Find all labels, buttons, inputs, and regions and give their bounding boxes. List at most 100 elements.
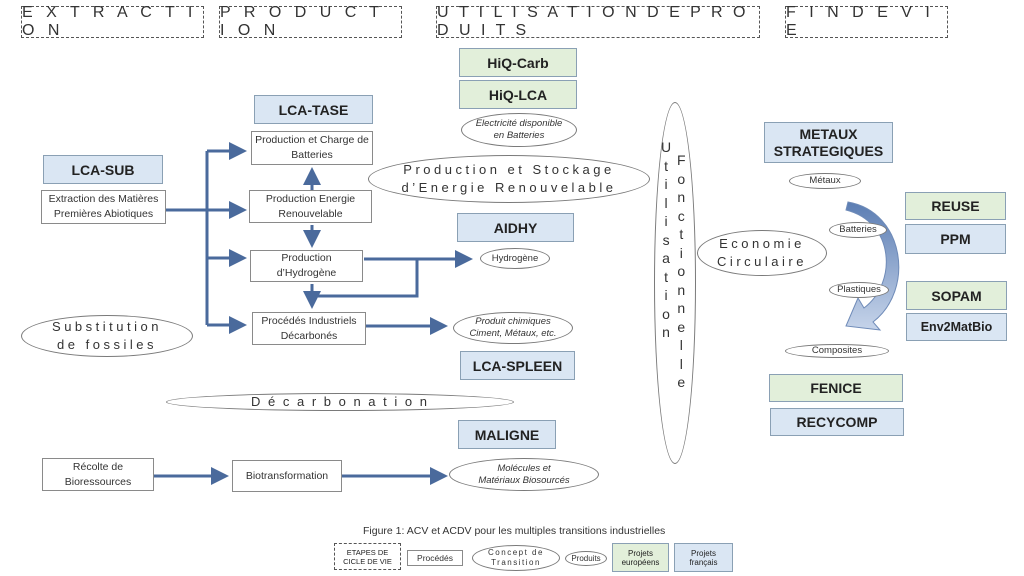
project-aidhy-label: AIDHY xyxy=(493,219,538,236)
letter: c xyxy=(677,207,685,224)
process-charge-batteries-label: Production et Charge de Batteries xyxy=(255,134,369,161)
product-electricite-batteries: Electricité disponible en Batteries xyxy=(461,113,577,147)
legend-francais-line2: français xyxy=(689,557,718,567)
stage-production-label: P R O D U C T I O N xyxy=(220,4,384,39)
project-sopam: SOPAM xyxy=(906,281,1007,310)
product-plastiques: Plastiques xyxy=(829,282,889,298)
stage-extraction-label: E X T R A C T I O N xyxy=(22,4,197,39)
concept-utilisation-column: U t i l i s a t i o n xyxy=(661,138,671,342)
project-fenice: FENICE xyxy=(769,374,903,402)
letter: e xyxy=(677,318,686,335)
concept-economie-circulaire: Economie Circulaire xyxy=(697,230,827,276)
legend-projets-europeens: Projets européens xyxy=(612,543,669,572)
legend-procedes-label: Procédés xyxy=(417,552,453,563)
project-env2matbio-label: Env2MatBio xyxy=(920,320,993,334)
process-biotransformation: Biotransformation xyxy=(232,460,342,492)
figure-caption: Figure 1: ACV et ACDV pour les multiples… xyxy=(363,525,666,537)
product-batteries-label: Batteries xyxy=(839,224,877,235)
project-hiq-lca-label: HiQ-LCA xyxy=(488,86,548,103)
legend-europeens-line2: européens xyxy=(621,557,660,567)
project-aidhy: AIDHY xyxy=(457,213,574,242)
project-ppm-label: PPM xyxy=(940,231,971,247)
product-chimiques: Produit chimiques Ciment, Métaux, etc. xyxy=(453,312,573,344)
project-recycomp-label: RECYCOMP xyxy=(796,414,878,430)
letter: i xyxy=(664,213,668,229)
letter: n xyxy=(677,281,686,298)
legend-europeens-line1: Projets xyxy=(628,548,653,558)
concept-stockage-energie: Production et Stockage d’Energie Renouve… xyxy=(368,155,650,203)
product-metaux: Métaux xyxy=(789,173,861,189)
legend-etapes: ETAPES DE CICLE DE VIE xyxy=(334,543,401,570)
letter: F xyxy=(677,152,686,168)
letter: i xyxy=(679,244,683,261)
concept-substitution-line2: de fossiles xyxy=(57,337,157,352)
process-energie-renouvelable-label: Production Energie Renouvelable xyxy=(265,192,356,220)
letter: i xyxy=(664,287,668,303)
concept-decarbonation: D é c a r b o n a t i o n xyxy=(166,393,514,411)
process-hydrogene-label: Production d’Hydrogène xyxy=(276,252,337,279)
project-lca-sub-label: LCA-SUB xyxy=(71,161,135,178)
legend-concept-line2: Transition xyxy=(491,558,541,567)
letter: t xyxy=(679,226,684,242)
legend-procedes: Procédés xyxy=(407,550,463,566)
legend-concept-line1: Concept de xyxy=(488,548,544,557)
legend-etapes-line1: ETAPES DE xyxy=(346,547,389,557)
concept-economie-line2: Circulaire xyxy=(717,254,807,269)
product-electricite-line1: Electricité disponible xyxy=(475,118,563,129)
project-metaux-line1: METAUX xyxy=(799,125,858,142)
legend-produits-label: Produits xyxy=(571,554,601,563)
product-composites: Composites xyxy=(785,344,889,358)
product-electricite-line2: en Batteries xyxy=(493,130,545,141)
product-biosources-line1: Molécules et xyxy=(497,462,551,474)
process-energie-renouvelable: Production Energie Renouvelable xyxy=(249,190,372,223)
legend-produits: Produits xyxy=(565,551,607,566)
letter: o xyxy=(677,170,686,187)
concept-stockage-line2: d’Energie Renouvelable xyxy=(401,180,617,195)
project-lca-tase-label: LCA-TASE xyxy=(278,101,349,118)
stage-utilisation: U T I L I S A T I O N D E P R O D U I T … xyxy=(436,4,760,39)
process-charge-batteries: Production et Charge de Batteries xyxy=(251,131,373,165)
product-biosources-line2: Matériaux Biosourcés xyxy=(478,474,570,486)
project-hiq-carb-label: HiQ-Carb xyxy=(487,54,549,71)
legend-concept: Concept de Transition xyxy=(472,545,560,571)
process-extraction-matieres: Extraction des Matières Premières Abioti… xyxy=(41,190,166,224)
stage-fin-de-vie: F I N D E V I E xyxy=(785,4,948,39)
project-lca-spleen: LCA-SPLEEN xyxy=(460,351,575,380)
project-maligne: MALIGNE xyxy=(458,420,556,449)
concept-substitution-line1: Substitution xyxy=(52,319,162,334)
letter: t xyxy=(664,157,668,174)
concept-utilisation-fonctionnelle: U t i l i s a t i o n F o n c t i o n n … xyxy=(654,102,696,464)
letter: i xyxy=(664,176,668,192)
legend-francais-line1: Projets xyxy=(691,548,716,558)
concept-decarbonation-label: D é c a r b o n a t i o n xyxy=(251,394,429,409)
project-lca-tase: LCA-TASE xyxy=(254,95,373,124)
letter: U xyxy=(661,139,672,155)
product-chimiques-line1: Produit chimiques xyxy=(475,316,551,327)
project-lca-spleen-label: LCA-SPLEEN xyxy=(472,357,563,374)
project-metaux-strategiques: METAUX STRATEGIQUES xyxy=(764,122,893,163)
product-metaux-label: Métaux xyxy=(809,175,841,186)
connector-hydrogene-loop xyxy=(312,259,419,298)
letter: l xyxy=(664,194,668,211)
project-hiq-carb: HiQ-Carb xyxy=(459,48,577,77)
letter: a xyxy=(662,250,670,266)
project-fenice-label: FENICE xyxy=(810,380,862,396)
process-hydrogene: Production d’Hydrogène xyxy=(250,250,363,282)
stage-extraction: E X T R A C T I O N xyxy=(21,4,204,39)
project-reuse-label: REUSE xyxy=(931,198,980,214)
concept-substitution-fossiles: Substitution de fossiles xyxy=(21,315,193,357)
letter: o xyxy=(662,305,670,322)
project-env2matbio: Env2MatBio xyxy=(906,313,1007,341)
letter: e xyxy=(677,374,686,390)
project-lca-sub: LCA-SUB xyxy=(43,155,163,184)
product-hydrogene-label: Hydrogène xyxy=(491,252,539,264)
project-reuse: REUSE xyxy=(905,192,1006,220)
letter: n xyxy=(662,324,670,340)
process-biotransformation-label: Biotransformation xyxy=(245,469,329,482)
legend-projets-francais: Projets français xyxy=(674,543,733,572)
letter: s xyxy=(662,231,670,248)
process-recolte: Récolte de Bioressources xyxy=(42,458,154,491)
process-procedes-industriels-label: Procédés Industriels Décarbonés xyxy=(261,314,357,342)
project-maligne-label: MALIGNE xyxy=(474,426,540,443)
